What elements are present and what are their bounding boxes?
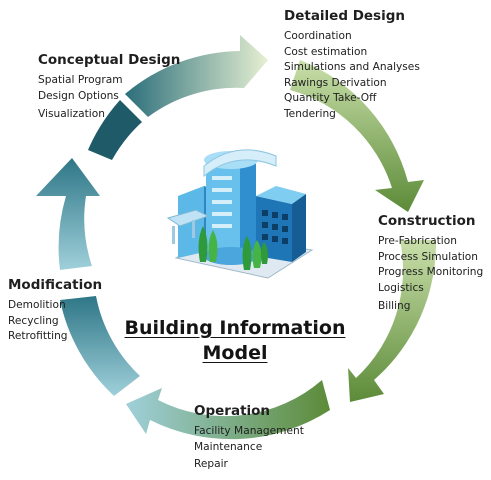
phase-item: Pre-Fabrication: [378, 235, 457, 247]
phase-item: Facility Management: [194, 425, 304, 437]
phase-heading: Operation: [194, 403, 271, 419]
cycle-arrow-icon: [290, 60, 424, 212]
phase-item: Rawings Derivation: [284, 76, 387, 89]
phase-item: Maintenance: [194, 440, 263, 453]
cycle-arrow-icon: [126, 380, 330, 440]
phase-item: Progress Monitoring: [378, 266, 484, 278]
phase-item: Billing: [378, 300, 411, 312]
title-line: Building Information: [124, 317, 346, 339]
diagram-title: Building Information Model: [120, 316, 350, 366]
phase-detailed-design: Detailed Design Coordination Cost estima…: [284, 8, 420, 122]
cycle-arrow-icon: [348, 240, 437, 402]
phase-items: Pre-Fabrication Process Simulation Progr…: [378, 234, 483, 315]
phase-modification: Modification Demolition Recycling Retrof…: [8, 277, 102, 345]
phase-item: Retrofitting: [8, 330, 68, 342]
cycle-arrow-icon: [60, 296, 140, 396]
phase-heading: Construction: [378, 213, 476, 229]
phase-operation: Operation Facility Management Maintenanc…: [194, 403, 304, 473]
phase-item: Process Simulation: [378, 250, 478, 263]
phase-heading: Modification: [8, 277, 103, 293]
phase-items: Spatial Program Design Options Visualiza…: [38, 73, 180, 123]
phase-item: Demolition: [8, 299, 66, 311]
phase-item: Simulations and Analyses: [284, 61, 420, 73]
cycle-arrow-icon: [125, 35, 268, 117]
phase-item: Repair: [194, 458, 228, 470]
phase-item: Recycling: [8, 314, 59, 327]
phase-item: Spatial Program: [38, 74, 123, 86]
phase-item: Logistics: [378, 281, 424, 294]
building-icon: [166, 149, 314, 279]
phase-item: Design Options: [38, 89, 119, 102]
phase-item: Quantity Take-Off: [284, 92, 377, 104]
phase-item: Coordination: [284, 30, 352, 42]
phase-construction: Construction Pre-Fabrication Process Sim…: [378, 213, 483, 315]
cycle-arrow-icon: [36, 158, 100, 270]
cycle-arrow-icon: [88, 100, 142, 160]
phase-item: Cost estimation: [284, 45, 368, 58]
phase-item: Tendering: [284, 107, 336, 120]
phase-conceptual-design: Conceptual Design Spatial Program Design…: [38, 52, 180, 123]
phase-items: Coordination Cost estimation Simulations…: [284, 29, 420, 122]
phase-items: Facility Management Maintenance Repair: [194, 424, 304, 473]
phase-item: Visualization: [38, 108, 105, 120]
phase-heading: Detailed Design: [284, 8, 405, 24]
title-line: Model: [202, 342, 268, 364]
phase-items: Demolition Recycling Retrofitting: [8, 298, 102, 345]
phase-heading: Conceptual Design: [38, 52, 181, 68]
